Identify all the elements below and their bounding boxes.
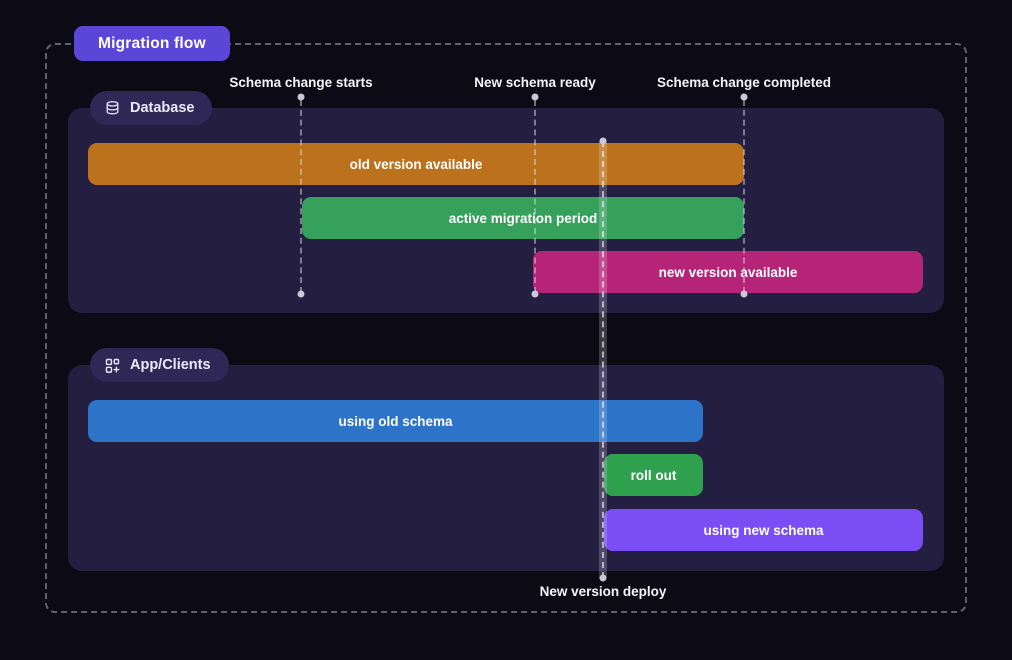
bar-label: using old schema: [338, 413, 453, 429]
bar-label: new version available: [658, 264, 798, 280]
marker-dot: [297, 93, 305, 101]
database-section-badge: Database: [90, 91, 213, 125]
bar-label: active migration period: [448, 210, 598, 226]
vline-new-version-deploy: [599, 141, 607, 578]
app-clients-section-badge: App/Clients: [90, 348, 229, 382]
diagram-title: Migration flow: [98, 34, 206, 52]
vline-schema-change-completed: [743, 100, 745, 293]
database-icon: [104, 100, 121, 117]
deploy-dot-top: [599, 137, 607, 145]
bar-new-version-available: new version available: [533, 251, 923, 293]
database-section-label: Database: [130, 100, 195, 116]
marker-dot: [740, 290, 748, 298]
bar-using-new-schema: using new schema: [604, 509, 923, 551]
marker-dot: [297, 290, 305, 298]
bar-roll-out: roll out: [604, 454, 703, 496]
vline-schema-change-starts: [300, 100, 302, 293]
marker-label-schema-change-starts: Schema change starts: [229, 75, 373, 90]
deploy-dot-bottom: [599, 574, 607, 582]
marker-label-new-version-deploy: New version deploy: [539, 584, 667, 599]
bar-active-migration-period: active migration period: [302, 197, 744, 239]
marker-dot: [531, 93, 539, 101]
marker-label-new-schema-ready: New schema ready: [474, 75, 596, 90]
apps-grid-plus-icon: [104, 357, 121, 374]
bar-label: old version available: [349, 156, 483, 172]
bar-using-old-schema: using old schema: [88, 400, 703, 442]
bar-label: roll out: [630, 467, 677, 483]
bar-old-version-available: old version available: [88, 143, 744, 185]
diagram-title-badge: Migration flow: [74, 26, 230, 61]
marker-dot: [531, 290, 539, 298]
bar-label: using new schema: [703, 522, 824, 538]
marker-dot: [740, 93, 748, 101]
marker-label-schema-change-completed: Schema change completed: [656, 75, 832, 90]
dashed-frame: [45, 43, 967, 613]
vline-new-version-deploy-dash: [602, 141, 604, 578]
app-clients-section-label: App/Clients: [130, 357, 211, 373]
vline-new-schema-ready: [534, 100, 536, 293]
